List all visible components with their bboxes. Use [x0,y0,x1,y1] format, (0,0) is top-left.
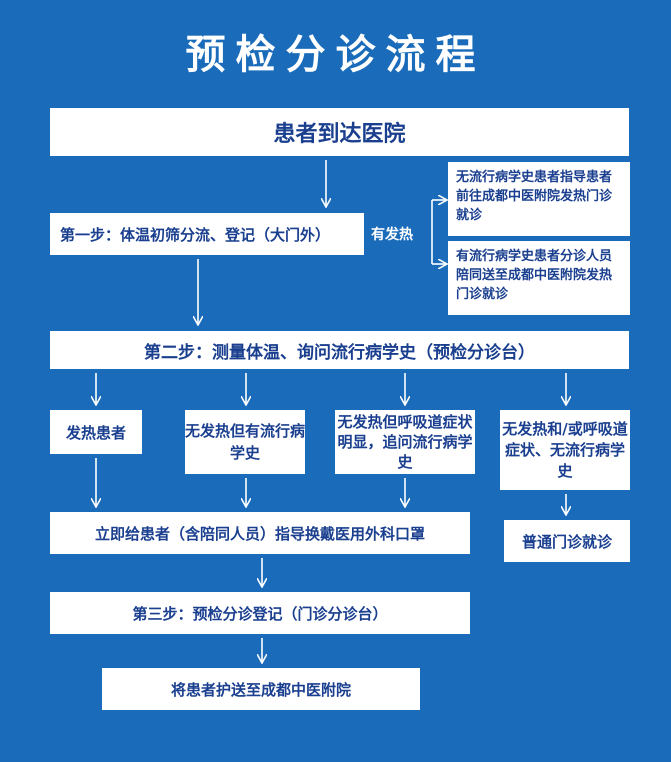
node-patient-arrives: 患者到达医院 [50,108,629,156]
node-no-history: 无流行病学史患者指导患者前往成都中医附院发热门诊就诊 [448,162,630,236]
node-no-fever-respiratory: 无发热但呼吸道症状明显，追问流行病学史 [335,410,475,474]
node-fever-patient: 发热患者 [50,410,142,454]
node-no-fever-history: 无发热但有流行病学史 [185,410,305,474]
label-has-fever: 有发热 [371,227,413,243]
page-title: 预检分诊流程 [185,32,486,78]
node-no-fever-none: 无发热和/或呼吸道症状、无流行病学史 [500,410,630,490]
node-step1: 第一步：体温初筛分流、登记（大门外） [50,213,364,255]
node-mask-instruction: 立即给患者（含陪同人员）指导换戴医用外科口罩 [50,512,470,554]
node-escort: 将患者护送至成都中医附院 [102,668,420,710]
node-has-history: 有流行病学史患者分诊人员陪同送至成都中医附院发热门诊就诊 [448,241,630,315]
node-step2: 第二步：测量体温、询问流行病学史（预检分诊台） [50,331,629,369]
node-normal-clinic: 普通门诊就诊 [504,520,630,562]
node-step3: 第三步：预检分诊登记（门诊分诊台） [50,592,470,634]
